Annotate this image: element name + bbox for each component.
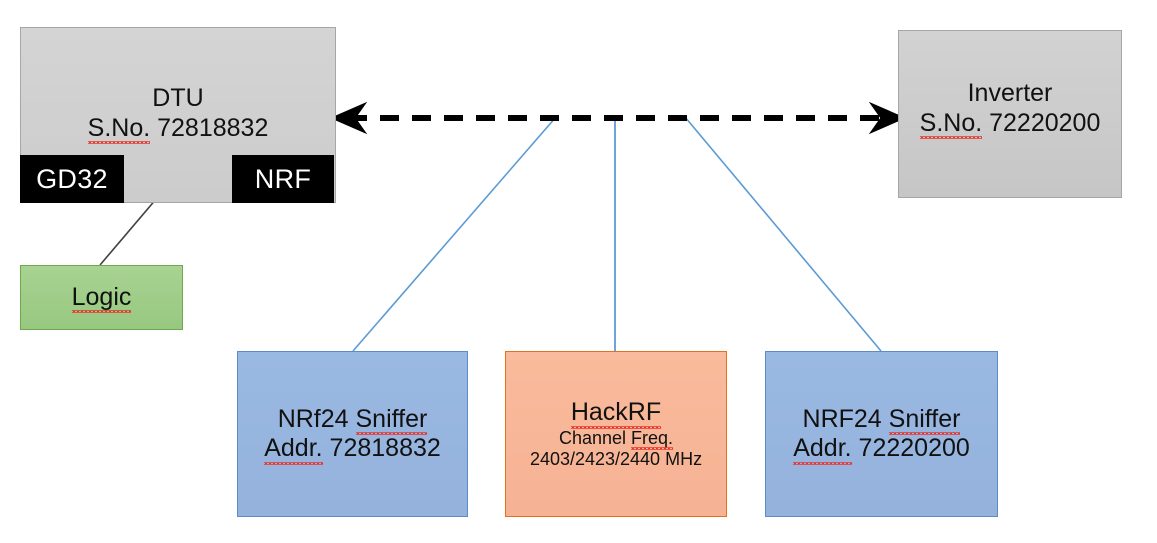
node-logic[interactable]: Logic <box>20 265 183 330</box>
nrf-label: NRF <box>254 163 312 194</box>
sniffer-left-title: NRf24 Sniffer <box>277 404 428 435</box>
node-nrf[interactable]: NRF <box>232 155 334 203</box>
dtu-serial-label: S.No. <box>87 113 151 144</box>
hackrf-title: HackRF <box>570 398 662 429</box>
sniffer-right-addr-label: Addr. <box>793 434 852 464</box>
sniffer-left-addr: Addr. 72818832 <box>264 434 441 464</box>
inverter-title: Inverter <box>967 79 1053 107</box>
hackrf-channel-label: Channel Freq. <box>558 427 674 450</box>
hackrf-channel-label-head: Channel <box>558 427 632 448</box>
dtu-serial-number: 72818832 <box>157 113 269 142</box>
sniffer-right-title-tail: Sniffer <box>888 404 961 435</box>
sniffer-left-addr-label: Addr. <box>264 434 323 464</box>
node-inverter[interactable]: Inverter S.No. 72220200 <box>898 30 1122 198</box>
sniffer-right-title: NRF24 Sniffer <box>802 404 961 435</box>
sniffer-right-addr: Addr. 72220200 <box>793 434 970 464</box>
sniffer-left-title-head: NRf24 <box>277 404 356 433</box>
sniffer-right-title-head: NRF24 <box>802 404 889 433</box>
connector-tap-left <box>352 116 557 352</box>
dtu-title: DTU <box>152 84 204 112</box>
sniffer-left-title-tail: Sniffer <box>355 404 428 435</box>
node-sniffer-right[interactable]: NRF24 Sniffer Addr. 72220200 <box>765 351 998 517</box>
gd32-label: GD32 <box>36 163 108 194</box>
node-sniffer-left[interactable]: NRf24 Sniffer Addr. 72818832 <box>237 351 468 517</box>
node-hackrf[interactable]: HackRF Channel Freq. 2403/2423/2440 MHz <box>505 351 727 517</box>
node-gd32[interactable]: GD32 <box>20 155 124 203</box>
logic-label: Logic <box>71 282 132 313</box>
inverter-serial-label: S.No. <box>919 108 983 139</box>
inverter-serial-number: 72220200 <box>989 108 1101 137</box>
connector-tap-right <box>684 116 882 352</box>
sniffer-right-addr-value: 72220200 <box>858 434 970 462</box>
dtu-serial: S.No. 72818832 <box>87 113 269 144</box>
sniffer-left-addr-value: 72818832 <box>329 434 441 462</box>
hackrf-frequencies: 2403/2423/2440 MHz <box>529 448 703 469</box>
inverter-serial: S.No. 72220200 <box>919 108 1101 139</box>
hackrf-channel-label-tail: Freq. <box>631 427 674 450</box>
